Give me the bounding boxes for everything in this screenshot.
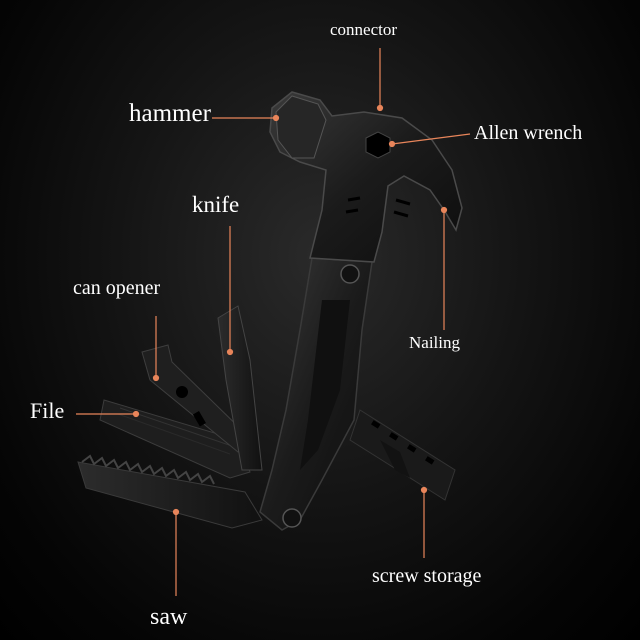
nailing-dot (440, 206, 448, 214)
can-opener-label: can opener (73, 277, 161, 299)
hammer-label: hammer (129, 100, 211, 127)
file-label: File (30, 398, 65, 423)
knife-dot (226, 348, 234, 356)
nailing-label: Nailing (409, 333, 460, 352)
file-blade (99, 399, 251, 479)
knife-blade (217, 305, 263, 471)
connector-label: connector (330, 20, 398, 39)
screw-storage-label: screw storage (372, 565, 482, 587)
saw-blade (77, 454, 263, 529)
screw-dot (420, 486, 428, 494)
can-opener-dot (152, 374, 160, 382)
allen-wrench-label: Allen wrench (474, 122, 583, 144)
screw-storage-holder (349, 409, 456, 501)
connector-dot (376, 104, 384, 112)
hammer-dot (272, 114, 280, 122)
file-dot (132, 410, 140, 418)
allen-callout (391, 133, 471, 145)
allen-dot (388, 140, 396, 148)
hammer-head (269, 91, 463, 263)
knife-label: knife (192, 192, 240, 217)
saw-dot (172, 508, 180, 516)
handle (259, 257, 373, 531)
saw-label: saw (150, 604, 188, 630)
